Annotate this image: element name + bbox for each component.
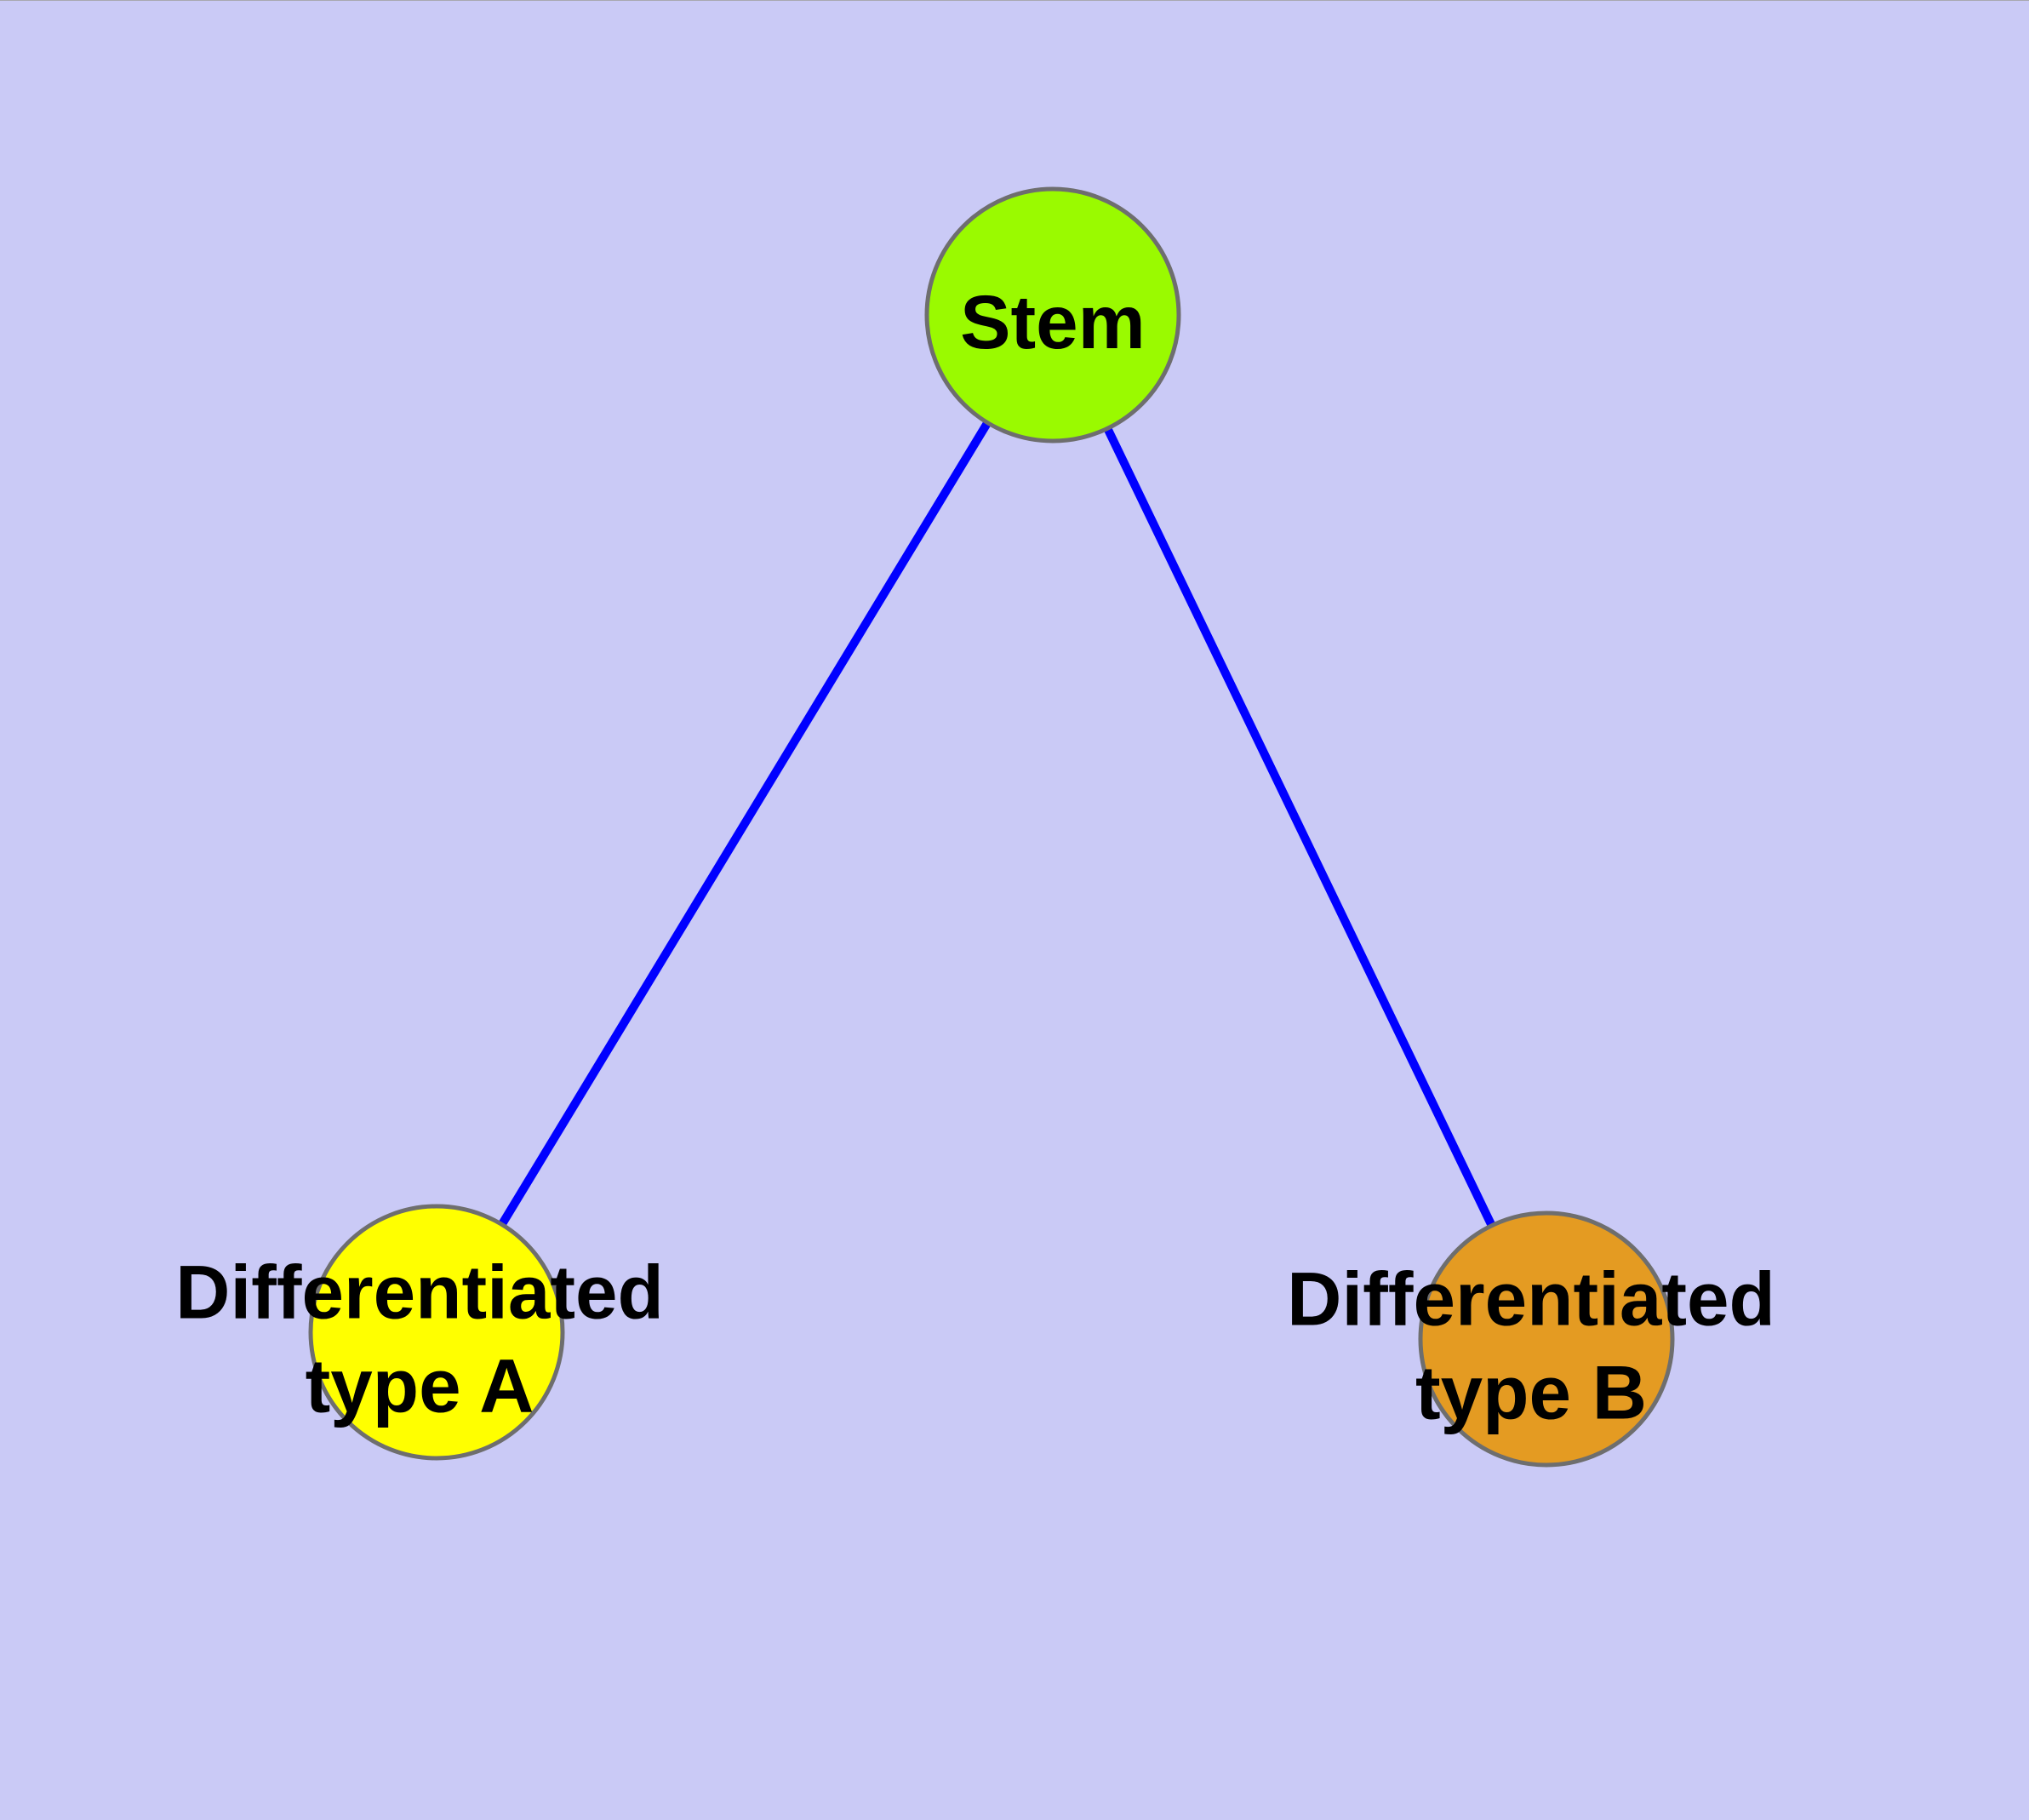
node-label-type-a-line-2: type A	[305, 1343, 534, 1428]
node-label-type-a-line-1: Differentiated	[175, 1249, 664, 1335]
node-type-a	[308, 1204, 565, 1461]
node-type-b	[1418, 1210, 1675, 1468]
node-label-stem: Stem	[960, 275, 1146, 369]
node-label-type-b-line-2: type B	[1415, 1350, 1647, 1435]
node-label-stem-line-1: Stem	[960, 278, 1146, 364]
edge-stem-to-type-b	[1049, 312, 1551, 1342]
edge-stem-to-type-a	[432, 312, 1057, 1335]
node-label-type-b-line-1: Differentiated	[1287, 1256, 1775, 1342]
node-stem	[924, 186, 1181, 444]
window-top-edge	[0, 0, 2029, 4]
